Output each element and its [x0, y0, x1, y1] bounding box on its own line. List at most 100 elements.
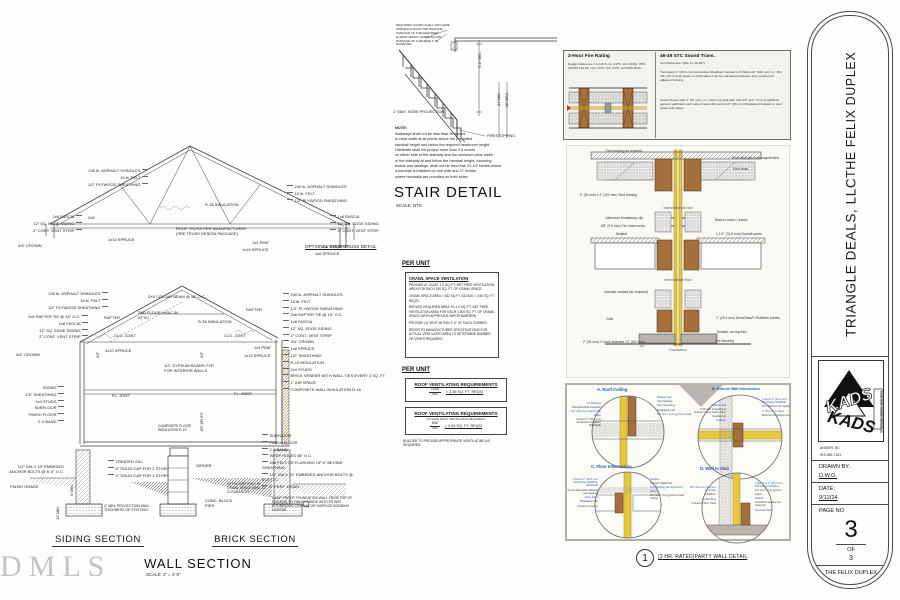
ws-label: 2 X BAND [262, 447, 358, 452]
stair-note-title: NOTE: [395, 125, 408, 130]
stair-note-line: where handrails are provided on both sid… [395, 174, 468, 179]
detail-label: Ice Blocking [702, 497, 716, 501]
roof-vent-1-numerator: 1008 [428, 387, 441, 393]
ws-label: 4" PERF. DRAIN [262, 484, 358, 489]
stair-note-line: Stairways shall not be less than 36 inch… [395, 132, 466, 136]
stair-detail-scale: SCALE: NTS [396, 203, 422, 208]
pw-ctracks-label: Back-to-back C-tracks [715, 218, 748, 222]
detail-label: Breakaway Clip [657, 408, 676, 412]
detail-label: Concrete Slab [755, 508, 772, 512]
ws-spruce-left-label: 1x10 SPRUCE [105, 348, 132, 353]
ws-hvac-crawl-label: 1ST FLOOR HVAC IN CRAWL SPACE (MIN. 22" … [227, 482, 267, 495]
ws-label: SUBFLOOR [2, 405, 64, 410]
detail-label: Subfloor [650, 478, 660, 481]
truss-label: 240 lb. ASPHALT SHINGLES [287, 184, 395, 189]
wall-section-title: WALL SECTION [144, 556, 252, 571]
detail-label: 3/4" (19 mm) minimum Air Space [571, 410, 601, 417]
truss-label: 12" SQ. EDGE SIDING [330, 221, 394, 226]
ws-label: SUBFLOOR [262, 433, 358, 438]
title-block-divider [812, 504, 888, 505]
pw-shaftliner-label: 1" (25.4 mm) DensGlass® Shaftliner panel… [716, 316, 780, 320]
ws-label: 1/2" PLYWOOD SHEATHING [8, 305, 108, 310]
detail-label: Exterior Wall [711, 404, 726, 407]
roof-vent-2-result: = 2.69 SQ. FT. REQ'D [444, 424, 483, 429]
truss-label: 1x8 FASCIA [330, 214, 394, 219]
ws-label: 3/4" CROWN [283, 339, 395, 344]
detail-label: C-Runner Vinyl Track [691, 501, 716, 505]
ws-footing-note: 2" MIN. PROJECTION MAX. - THICKNESS OF F… [104, 504, 152, 513]
ws-label: SIDING [2, 385, 64, 390]
detail-label: 1/2" (12.7 mm) gypsum board [657, 412, 692, 416]
crawl-vent-title: CRAWL SPACE VENTILATION [409, 276, 469, 281]
ws-label: 2x6 RAFTER TIE @ 16" O.C. [283, 312, 395, 317]
pw-joist-label: Joist [606, 317, 613, 321]
stair-rail-min-dim: 34" MIN. [497, 92, 501, 106]
detail-label: 2 layers 1" (25.4 mm) DensGlass Shaftlin… [762, 398, 787, 405]
stair-note-line: in clear width at all points above the p… [395, 137, 473, 142]
truss-label: 2" CONT. VENT STRIP [2, 228, 82, 233]
detail-d-right-labels: 2 layers of 1" (25.4 mm) DensGlass Shaft… [755, 482, 789, 513]
detail-label: Floor Joists [584, 496, 598, 500]
ws-label: 240 lb. ASPHALT SHINGLES [8, 291, 108, 296]
ws-right-roof-labels: 240 lb. ASPHALT SHINGLES 15 lb. FELT 1/2" … [283, 292, 395, 394]
stair-note-line: of the stairway at and below the handrai… [395, 158, 492, 163]
title-block-divider [812, 565, 888, 566]
roof-vent-1-result: = 3.36 SQ. FT. REQ'D [445, 390, 484, 395]
detail-callout-number: 1 [636, 549, 654, 567]
detail-label: C-Runner & Sealant at Exterior Cavity Sp… [694, 408, 726, 418]
date-value: 9/12/24 [819, 495, 838, 501]
ws-label: 15 lb. FELT [283, 299, 395, 304]
callout-number-text: 1 [642, 552, 648, 564]
roof-vent-box-2: ROOF VENTILATING REQUIREMENTS (POWER ROO… [405, 407, 507, 435]
detail-label: Sound Attenuation Blanket (as required) [567, 488, 598, 495]
stair-headroom-dim: 6'-8" MIN. [478, 52, 482, 68]
ws-dim-6min: 6" MIN. [70, 484, 74, 496]
ws-label: 2x6 RAFTER TIE @ 16" O.C. [2, 314, 88, 319]
stair-nose-label: 1" MAX. NOSE PROJECTION [393, 110, 445, 114]
ws-label: 1" AIR SPACE [283, 380, 395, 385]
pw-stud-framing-label: 2" (51 mm) x 4" (102 mm) Stud framing [579, 193, 637, 197]
fire-rating-reference: Design Reference: UL U373, UL U375, ULC … [568, 62, 647, 71]
detail-d-title: D. Wall to Slab [700, 466, 729, 471]
drawn-by-value: D.W.O. [819, 473, 838, 479]
pw-ctrack-label: 2" (51 mm) C-track fastened 24" (610 mm)… [582, 340, 645, 349]
ws-label: 240 lb. ASPHALT SHINGLES [283, 292, 395, 297]
brick-section-title: BRICK SECTION [212, 534, 298, 547]
stair-note-line: handrail height and below the required h… [395, 142, 491, 147]
fold-artifact [677, 383, 725, 407]
ws-finish-grade-label: FINISH GRADE [10, 484, 39, 489]
designer-phone: 919-369-7181 [820, 453, 842, 457]
ws-fl-left-label: FL. JOIST [112, 393, 131, 398]
truss-label: 240 lb. ASPHALT SHINGLES [40, 168, 148, 173]
roof-vent-title-1: ROOF VENTILATING REQUIREMENTS [414, 382, 498, 387]
company-name: TRIANGLE DEALS, LLC [843, 177, 859, 337]
ws-label: 12" SQ. EDGE SIDING [283, 326, 395, 331]
ws-label: 1/2" DIA X 15" EMBEDED ANCHOR BOLTS @ 6'… [262, 472, 358, 482]
ws-label: 1x8 FASCIA [2, 321, 88, 326]
truss-spruce-left-label: 1x10 SPRUCE [108, 237, 135, 242]
truss-spruce-right-label: 1x6 SPRUCE [315, 251, 340, 256]
ws-label: 2x4 STUDS [283, 367, 395, 372]
detail-label: Fiberglass Batt Insulation [571, 406, 601, 410]
ws-label: 2" CONT. VENT STRIP [283, 333, 395, 338]
sound-rating-para-2: Sound Tested with 2" (51 mm) x 4" (102 m… [660, 98, 782, 111]
page-no-label: PAGE NO [819, 508, 845, 514]
ws-label: 2" CONT. VENT STRIP [2, 334, 88, 339]
ws-dim-8ft-left: 8'0" [96, 352, 100, 358]
ws-spruce-right-label: 1x10 SPRUCE [244, 353, 271, 358]
ws-girder-label: GIRDER [196, 463, 212, 468]
ws-label: 1/2" PLYWOOD SHEATHING [283, 306, 395, 311]
detail-c-title: C. Floor Intersection [591, 464, 632, 469]
truss-crown-right-label: 3/4" CROWN [322, 244, 346, 249]
watermark: DMLS [0, 550, 112, 583]
detail-label: 3/4" (19 mm) minimum Air Space [689, 486, 716, 493]
ws-floor-ins-label: COMPOSITE FLOOR INSULATION R-19 [158, 424, 191, 433]
detail-label: Sealant [755, 496, 764, 500]
detail-b-title: B. Exterior Wall Intersection [712, 387, 760, 391]
ws-label: 1/2" SHEATHING [2, 392, 64, 397]
detail-label: 2 layers 1" (25.4 mm) DensGlass Shaftlin… [576, 417, 601, 428]
